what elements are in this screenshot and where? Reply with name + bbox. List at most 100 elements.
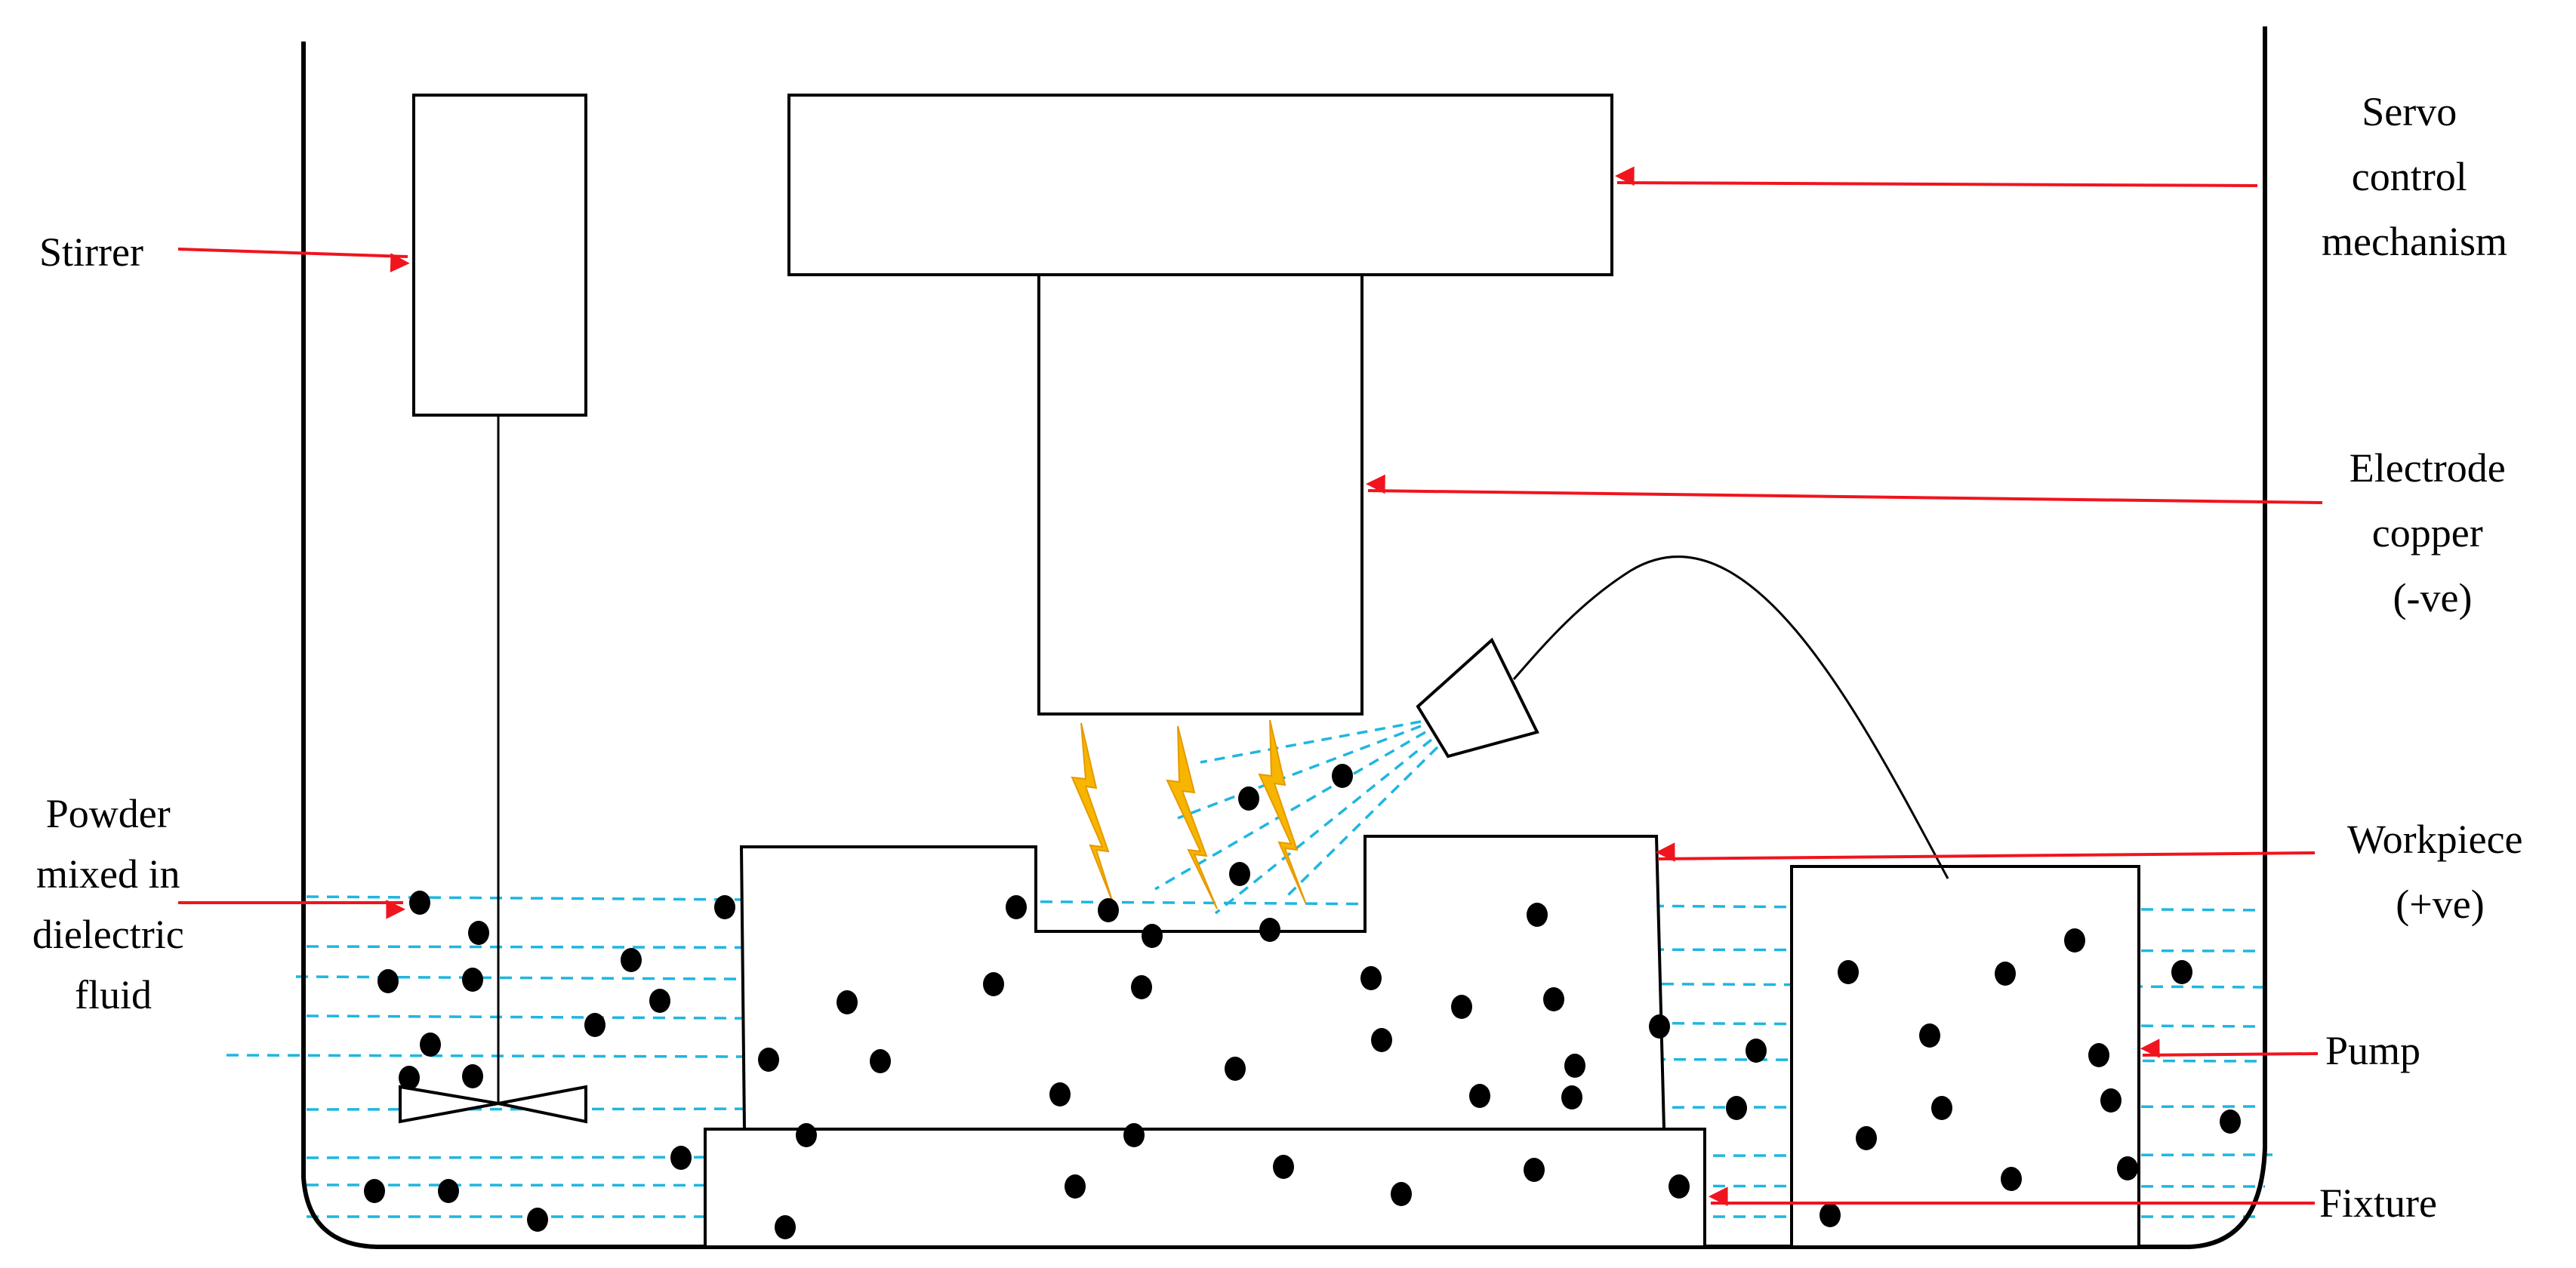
electrode-arrow — [1366, 474, 2323, 504]
powder-particle — [670, 1146, 692, 1170]
servo-control-box — [787, 94, 1613, 276]
powder-particle — [468, 921, 489, 945]
workpiece-label-line-1: Workpiece — [2347, 817, 2523, 862]
powder-particle — [758, 1048, 779, 1072]
powder-particle — [1469, 1084, 1490, 1108]
spark-1 — [1071, 722, 1114, 903]
tank-wall — [301, 26, 2267, 1249]
powder-particle — [1332, 764, 1353, 788]
powder-particle — [364, 1179, 385, 1203]
powder-particle — [1049, 1082, 1071, 1106]
powder-particle — [1856, 1126, 1877, 1150]
servo-arrow — [1615, 166, 2258, 187]
spray-line — [1200, 720, 1422, 764]
stirrer-motor-box — [412, 94, 587, 417]
powder-particle — [1919, 1023, 1940, 1048]
powder-particle — [462, 968, 483, 992]
pump-label: Pump — [2325, 1028, 2420, 1073]
powder-particle — [1543, 987, 1564, 1011]
dielectric-spray-lines — [1154, 720, 1439, 915]
fixture — [704, 1128, 1706, 1248]
servo-label-line-3: mechanism — [2322, 219, 2507, 264]
powder-particle — [1524, 1158, 1545, 1182]
pump-box — [1790, 865, 2140, 1248]
electrode-label-line-1: Electrode — [2350, 445, 2506, 491]
powder-particle — [462, 1064, 483, 1088]
powder-particle — [1527, 903, 1548, 927]
discharge-sparks — [1071, 719, 1307, 909]
stirrer-label: Stirrer — [39, 229, 143, 275]
powder-particle — [837, 990, 858, 1014]
powder-particles — [364, 764, 2241, 1239]
powder-label-line-2: mixed in — [36, 851, 180, 897]
powder-particle — [1451, 995, 1472, 1019]
powder-particle — [775, 1215, 796, 1239]
stirrer-impeller — [399, 1085, 587, 1124]
electrode-label: Electrode copper (-ve) — [2350, 445, 2516, 620]
powder-particle — [649, 989, 670, 1013]
spray-line — [1154, 731, 1426, 891]
flushing-nozzle — [1416, 637, 1539, 759]
powder-particle — [1142, 924, 1163, 948]
powder-particle — [438, 1179, 459, 1203]
powder-particle — [2064, 928, 2085, 953]
powder-particle — [2088, 1043, 2109, 1067]
workpiece-label-line-2: (+ve) — [2396, 882, 2484, 927]
fixture-label: Fixture — [2319, 1180, 2437, 1226]
powder-particle — [2100, 1088, 2122, 1113]
workpiece-arrow — [1655, 842, 2316, 862]
servo-label-line-2: control — [2352, 154, 2467, 199]
powder-particle — [1649, 1014, 1670, 1039]
stirrer — [399, 94, 587, 1124]
powder-particle — [796, 1123, 817, 1147]
servo-label-line-1: Servo — [2362, 89, 2457, 134]
powder-particle — [584, 1013, 605, 1037]
spray-line — [1214, 738, 1433, 915]
servo-label: Servo control mechanism — [2322, 89, 2507, 264]
electrode-label-line-2: copper — [2372, 510, 2483, 556]
powder-particle — [1746, 1039, 1767, 1063]
powder-particle — [1820, 1203, 1841, 1227]
powder-particle — [1561, 1085, 1582, 1110]
powder-label-line-1: Powder — [46, 791, 171, 836]
powder-particle — [983, 972, 1004, 996]
electrode-label-line-3: (-ve) — [2393, 575, 2473, 620]
powder-label-line-3: dielectric — [32, 912, 184, 957]
pump-arrow — [2140, 1039, 2319, 1058]
label-arrows — [177, 166, 2323, 1206]
spark-2 — [1166, 725, 1218, 909]
powder-particle — [2220, 1110, 2241, 1134]
powder-particle — [1229, 862, 1250, 886]
powder-particle — [1995, 962, 2016, 986]
powder-particle — [1238, 786, 1259, 811]
powder-particle — [1065, 1174, 1086, 1199]
powder-particle — [420, 1033, 441, 1057]
powder-particle — [409, 891, 430, 915]
powder-particle — [1006, 895, 1027, 919]
powder-particle — [2001, 1167, 2022, 1191]
powder-particle — [1123, 1123, 1145, 1147]
powder-particle — [870, 1049, 891, 1073]
powder-label-line-4: fluid — [75, 972, 152, 1017]
powder-particle — [1931, 1096, 1952, 1120]
workpiece-label: Workpiece (+ve) — [2347, 817, 2533, 927]
spark-3 — [1258, 719, 1307, 905]
powder-particle — [527, 1208, 548, 1232]
powder-particle — [1131, 975, 1152, 999]
powder-particle — [2171, 960, 2192, 984]
powder-particle — [2117, 1156, 2138, 1180]
spray-line — [1177, 725, 1422, 820]
powder-particle — [1225, 1057, 1246, 1081]
powder-particle — [1098, 898, 1119, 922]
powder-particle — [1360, 966, 1382, 990]
powder-particle — [1391, 1182, 1412, 1206]
powder-particle — [1726, 1096, 1747, 1120]
pump-hose — [1512, 556, 1949, 879]
powder-particle — [621, 948, 642, 972]
powder-particle — [1273, 1155, 1294, 1179]
stirrer-arrow — [177, 248, 410, 272]
powder-particle — [714, 895, 735, 919]
powder-particle — [399, 1066, 420, 1090]
powder-particle — [1371, 1028, 1392, 1052]
